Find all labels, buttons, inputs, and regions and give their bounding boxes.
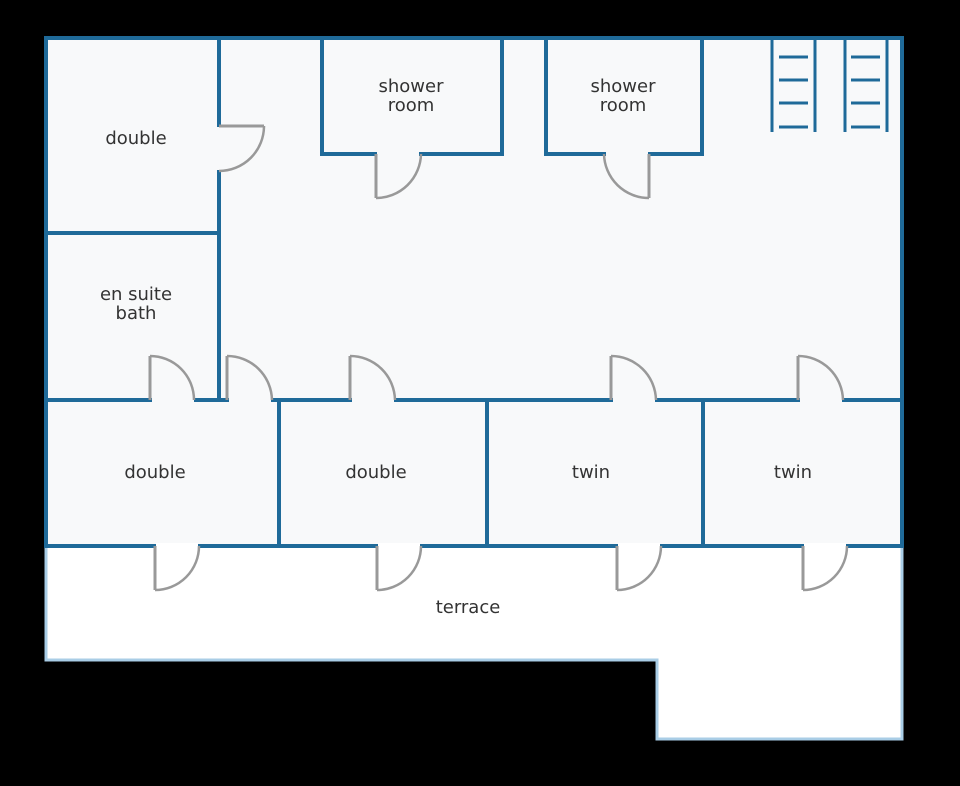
- outer-wall: [44, 36, 904, 548]
- door-swing-arc: [375, 153, 423, 200]
- label-double-top: double: [105, 128, 166, 149]
- door-swing-arc: [376, 545, 423, 592]
- door-swing-arc: [802, 545, 849, 592]
- label-twin-1: twin: [572, 462, 610, 483]
- door-swing-arc: [226, 354, 274, 401]
- terrace-area: [44, 544, 904, 741]
- label-shower-a-line2: room: [388, 95, 435, 116]
- wall-shower-b: [544, 36, 606, 156]
- label-shower-a-line1: shower: [379, 76, 445, 97]
- interior-floor: [46, 38, 902, 546]
- door-swing-arc: [349, 354, 397, 401]
- label-terrace: terrace: [436, 597, 501, 618]
- label-ensuite-line2: bath: [116, 303, 157, 324]
- door-swing-arc: [218, 125, 266, 173]
- label-double-bottom-1: double: [124, 462, 185, 483]
- door-swing-arc: [797, 354, 845, 401]
- wall-shower-a: [320, 36, 377, 156]
- door-swing-arc: [602, 153, 650, 200]
- label-double-bottom-2: double: [345, 462, 406, 483]
- door-swing-arc: [154, 545, 201, 592]
- door-swing-arc: [610, 354, 658, 401]
- wall-shower-b-2: [648, 36, 704, 156]
- door-swing-arc: [616, 545, 663, 592]
- label-ensuite-line1: en suite: [100, 284, 172, 305]
- wall-shower-a-2: [419, 36, 504, 156]
- label-twin-2: twin: [774, 462, 812, 483]
- label-shower-b-line2: room: [600, 95, 647, 116]
- door-swing-arc: [149, 354, 196, 401]
- label-shower-b-line1: shower: [591, 76, 657, 97]
- staircase: [770, 40, 889, 132]
